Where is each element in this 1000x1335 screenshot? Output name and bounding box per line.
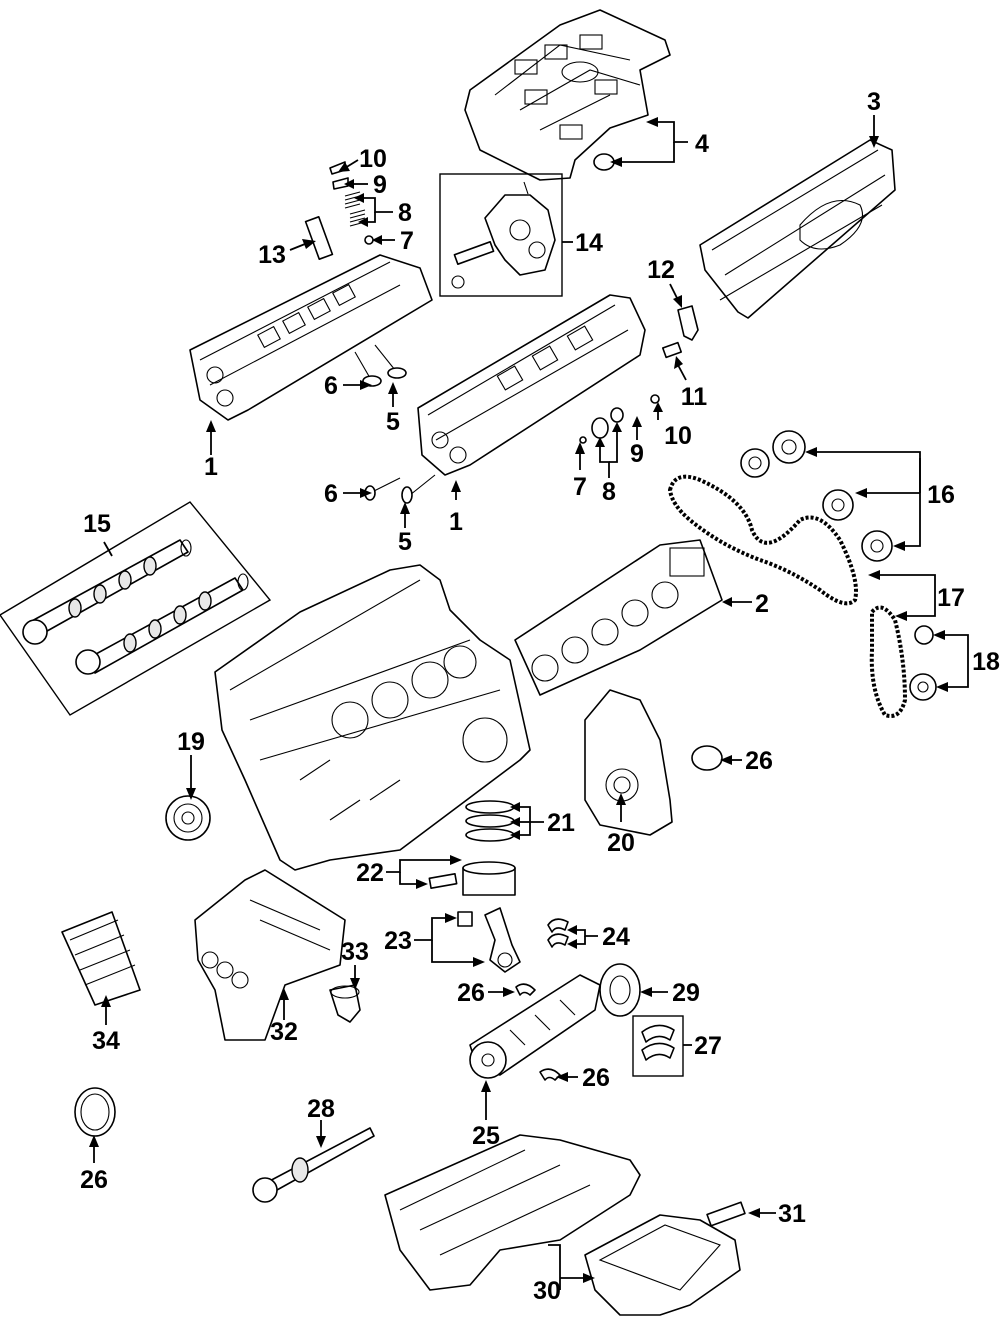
- oil-filter-cap[interactable]: [329, 984, 361, 1023]
- callout-21: 21: [547, 809, 575, 837]
- callout-7b: 7: [573, 473, 587, 501]
- cylinder-head-left[interactable]: [189, 254, 433, 421]
- rod-bearings[interactable]: [547, 918, 569, 948]
- connecting-rod[interactable]: [457, 907, 521, 973]
- callout-25: 25: [472, 1122, 500, 1150]
- valves-upper[interactable]: [354, 344, 407, 387]
- callout-box-14: [439, 173, 563, 297]
- piston-rings[interactable]: [465, 800, 515, 842]
- callout-32: 32: [270, 1018, 298, 1046]
- callout-19: 19: [177, 728, 205, 756]
- oil-control-valve[interactable]: [304, 216, 334, 260]
- callout-1a: 1: [204, 453, 218, 481]
- callout-34: 34: [92, 1027, 120, 1055]
- balance-shaft[interactable]: [252, 1127, 375, 1203]
- oil-cooler[interactable]: [61, 911, 141, 1006]
- camshafts[interactable]: [22, 539, 249, 675]
- cylinder-head-right[interactable]: [417, 294, 646, 476]
- valve-cover-right[interactable]: [699, 139, 896, 319]
- callout-26c: 26: [582, 1064, 610, 1092]
- callout-20: 20: [607, 829, 635, 857]
- engine-block[interactable]: [214, 564, 531, 871]
- tensioner-gears[interactable]: [909, 625, 937, 701]
- callout-box-15: [0, 501, 272, 716]
- callout-12: 12: [647, 256, 675, 284]
- leader-lines: [89, 115, 969, 1290]
- callout-10a: 10: [359, 145, 387, 173]
- valve-springs-left[interactable]: [329, 161, 374, 245]
- callout-5a: 5: [386, 408, 400, 436]
- rear-seal[interactable]: [74, 1087, 116, 1137]
- head-gasket[interactable]: [514, 539, 723, 696]
- callout-31: 31: [778, 1200, 806, 1228]
- callout-1b: 1: [449, 508, 463, 536]
- callout-24: 24: [602, 923, 630, 951]
- callout-6a: 6: [324, 372, 338, 400]
- callout-4: 4: [695, 130, 709, 158]
- callout-6b: 6: [324, 480, 338, 508]
- callout-11: 11: [681, 383, 708, 411]
- main-bearings[interactable]: [641, 1024, 675, 1061]
- front-seal[interactable]: [691, 745, 723, 771]
- callout-18: 18: [972, 648, 1000, 676]
- callout-33: 33: [341, 938, 369, 966]
- timing-chains[interactable]: [667, 474, 908, 718]
- callout-8b: 8: [602, 478, 616, 506]
- callout-box-27: [632, 1015, 684, 1077]
- oil-filter-housing[interactable]: [194, 869, 346, 1041]
- camshaft-cover-assembly[interactable]: [451, 181, 556, 289]
- vibration-damper[interactable]: [599, 963, 641, 1017]
- callout-14: 14: [575, 229, 603, 257]
- callout-22: 22: [356, 859, 384, 887]
- valves-lower[interactable]: [364, 474, 436, 504]
- thrust-bearing-upper[interactable]: [515, 983, 536, 996]
- callout-labels: 1 1 2 3 4 5 5 6 6 7 7 8 8 9 9 10 10 11 1…: [80, 88, 1000, 1305]
- callout-5b: 5: [398, 528, 412, 556]
- valve-springs-right[interactable]: [579, 394, 660, 444]
- oil-pump-gear[interactable]: [165, 795, 211, 841]
- engine-cover[interactable]: [464, 9, 671, 181]
- callout-16: 16: [927, 481, 955, 509]
- camshaft-sprockets[interactable]: [740, 430, 893, 562]
- callout-9a: 9: [373, 171, 387, 199]
- crankshaft[interactable]: [469, 974, 601, 1079]
- callout-23: 23: [384, 927, 412, 955]
- callout-26b: 26: [457, 979, 485, 1007]
- callout-30: 30: [533, 1277, 561, 1305]
- callout-13: 13: [258, 241, 286, 269]
- callout-17: 17: [937, 584, 965, 612]
- callout-15: 15: [83, 510, 111, 538]
- piston-and-pin[interactable]: [428, 861, 516, 896]
- callout-26a: 26: [745, 747, 773, 775]
- timing-cover[interactable]: [584, 689, 673, 836]
- oil-pan-lower[interactable]: [584, 1214, 741, 1316]
- oil-level-sensor[interactable]: [706, 1201, 746, 1227]
- callout-8a: 8: [398, 199, 412, 227]
- oil-pan-upper[interactable]: [384, 1134, 641, 1291]
- callout-2: 2: [755, 590, 769, 618]
- callout-10b: 10: [664, 422, 692, 450]
- callout-3: 3: [867, 88, 881, 116]
- callout-27: 27: [694, 1032, 722, 1060]
- callout-29: 29: [672, 979, 700, 1007]
- callout-7a: 7: [400, 227, 414, 255]
- callout-9b: 9: [630, 440, 644, 468]
- thrust-bearing-lower[interactable]: [539, 1068, 561, 1081]
- sensor-bracket[interactable]: [661, 305, 699, 359]
- callout-28: 28: [307, 1095, 335, 1123]
- callout-26d: 26: [80, 1166, 108, 1194]
